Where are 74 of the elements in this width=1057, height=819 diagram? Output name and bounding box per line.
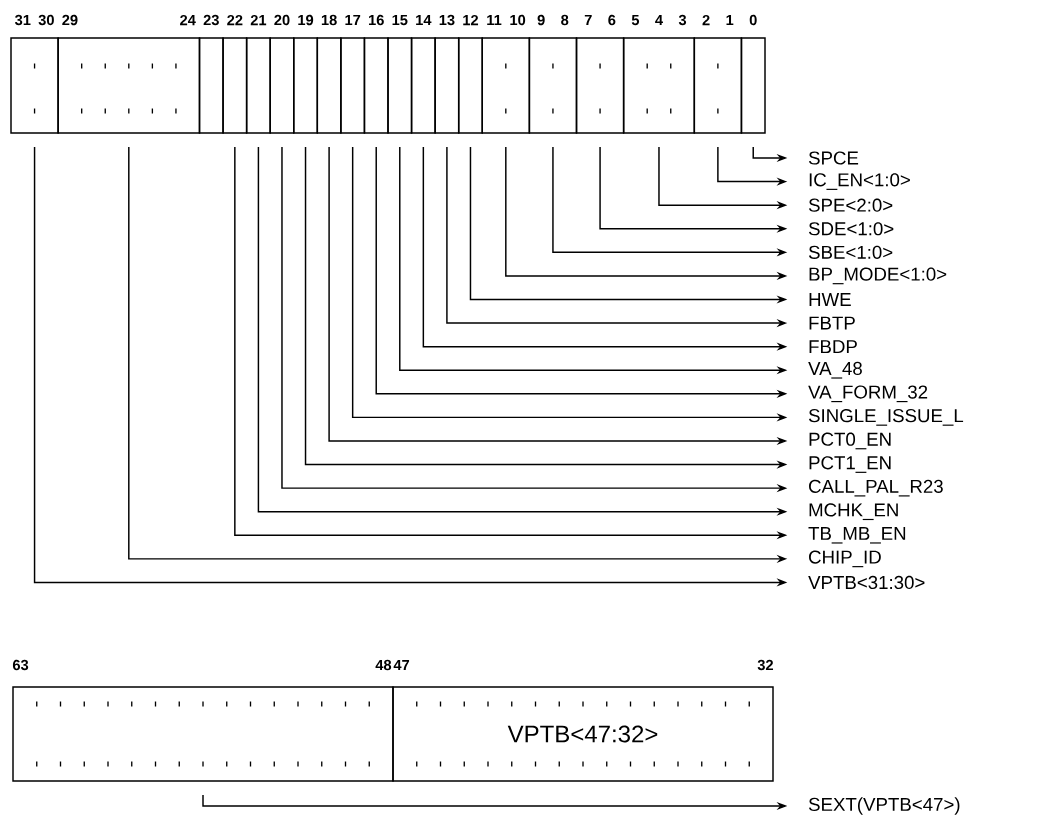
field-name: FBDP — [809, 340, 857, 354]
bit-number: 63 — [12, 659, 29, 671]
field-name: VPTB<31:30> — [808, 575, 925, 590]
register-field — [340, 37, 366, 134]
bit-number: 18 — [321, 14, 337, 26]
register-field — [363, 37, 389, 134]
bit-number: 22 — [227, 14, 243, 26]
field-name: VA_FORM_32 — [808, 385, 928, 403]
bit-number: 14 — [416, 14, 432, 26]
bit-number: 17 — [345, 14, 361, 26]
field-name: PCT1_EN — [809, 456, 891, 473]
field-name: CALL_PAL_R23 — [809, 479, 943, 497]
register-field — [410, 37, 436, 134]
field-name: IC_EN<1:0> — [809, 173, 910, 190]
field-name: VA_48 — [808, 361, 862, 379]
register-field: VPTB<47:32> — [392, 686, 774, 782]
bit-number: 24 — [180, 14, 196, 26]
bit-number: 8 — [561, 14, 569, 26]
bit-number: 21 — [250, 14, 267, 26]
field-name: FBTP — [809, 316, 855, 330]
register-field — [740, 37, 766, 134]
register-field — [575, 37, 625, 134]
bit-number: 32 — [757, 659, 773, 671]
register-field — [10, 37, 59, 134]
field-name: SBE<1:0> — [808, 245, 893, 259]
register-field — [293, 37, 319, 134]
register-field — [12, 686, 394, 782]
register-field — [693, 37, 743, 134]
field-name: BP_MODE<1:0> — [809, 267, 947, 285]
bit-number: 29 — [62, 14, 78, 26]
register-field — [269, 37, 295, 134]
register-field — [387, 37, 413, 134]
register-field — [245, 37, 271, 134]
field-name: MCHK_EN — [809, 503, 898, 521]
register-field — [222, 37, 248, 134]
field-name: SEXT(VPTB<47>) — [808, 797, 960, 815]
bit-number: 2 — [702, 14, 710, 26]
field-name: TB_MB_EN — [808, 527, 906, 544]
bit-number: 13 — [439, 14, 455, 26]
bit-number: 12 — [463, 14, 479, 26]
bit-number: 6 — [608, 14, 616, 26]
bit-number: 48 — [375, 659, 392, 671]
bit-number: 23 — [203, 14, 219, 26]
register-field — [57, 37, 201, 134]
register-field — [622, 37, 696, 134]
field-name: SDE<1:0> — [808, 222, 894, 236]
bit-number: 15 — [392, 14, 408, 26]
bit-number: 4 — [655, 14, 663, 26]
bit-number: 9 — [537, 14, 545, 26]
field-name: PCT0_EN — [809, 432, 891, 450]
bit-number: 31 — [14, 14, 31, 26]
bit-number: 10 — [510, 14, 526, 26]
bit-number: 5 — [631, 14, 640, 26]
register-field — [198, 37, 224, 134]
register-field — [434, 37, 460, 134]
bit-number: 20 — [274, 14, 290, 26]
register-field — [457, 37, 483, 134]
bit-number: 11 — [487, 14, 502, 26]
bit-number: 30 — [38, 14, 54, 26]
field-name: SINGLE_ISSUE_L — [808, 409, 964, 426]
bit-number: 47 — [393, 660, 410, 671]
register-field — [316, 37, 342, 134]
field-name: SPE<2:0> — [808, 198, 893, 212]
field-name: SPCE — [808, 151, 859, 165]
field-name: CHIP_ID — [809, 550, 881, 568]
bit-number: 1 — [726, 14, 734, 26]
bit-number: 7 — [584, 14, 592, 26]
bit-number: 3 — [678, 14, 687, 26]
register-field — [528, 37, 578, 134]
register-field — [481, 37, 531, 134]
bit-number: 0 — [749, 14, 757, 26]
bit-number: 19 — [298, 14, 314, 26]
field-name: HWE — [809, 293, 851, 306]
bit-number: 16 — [369, 14, 384, 26]
